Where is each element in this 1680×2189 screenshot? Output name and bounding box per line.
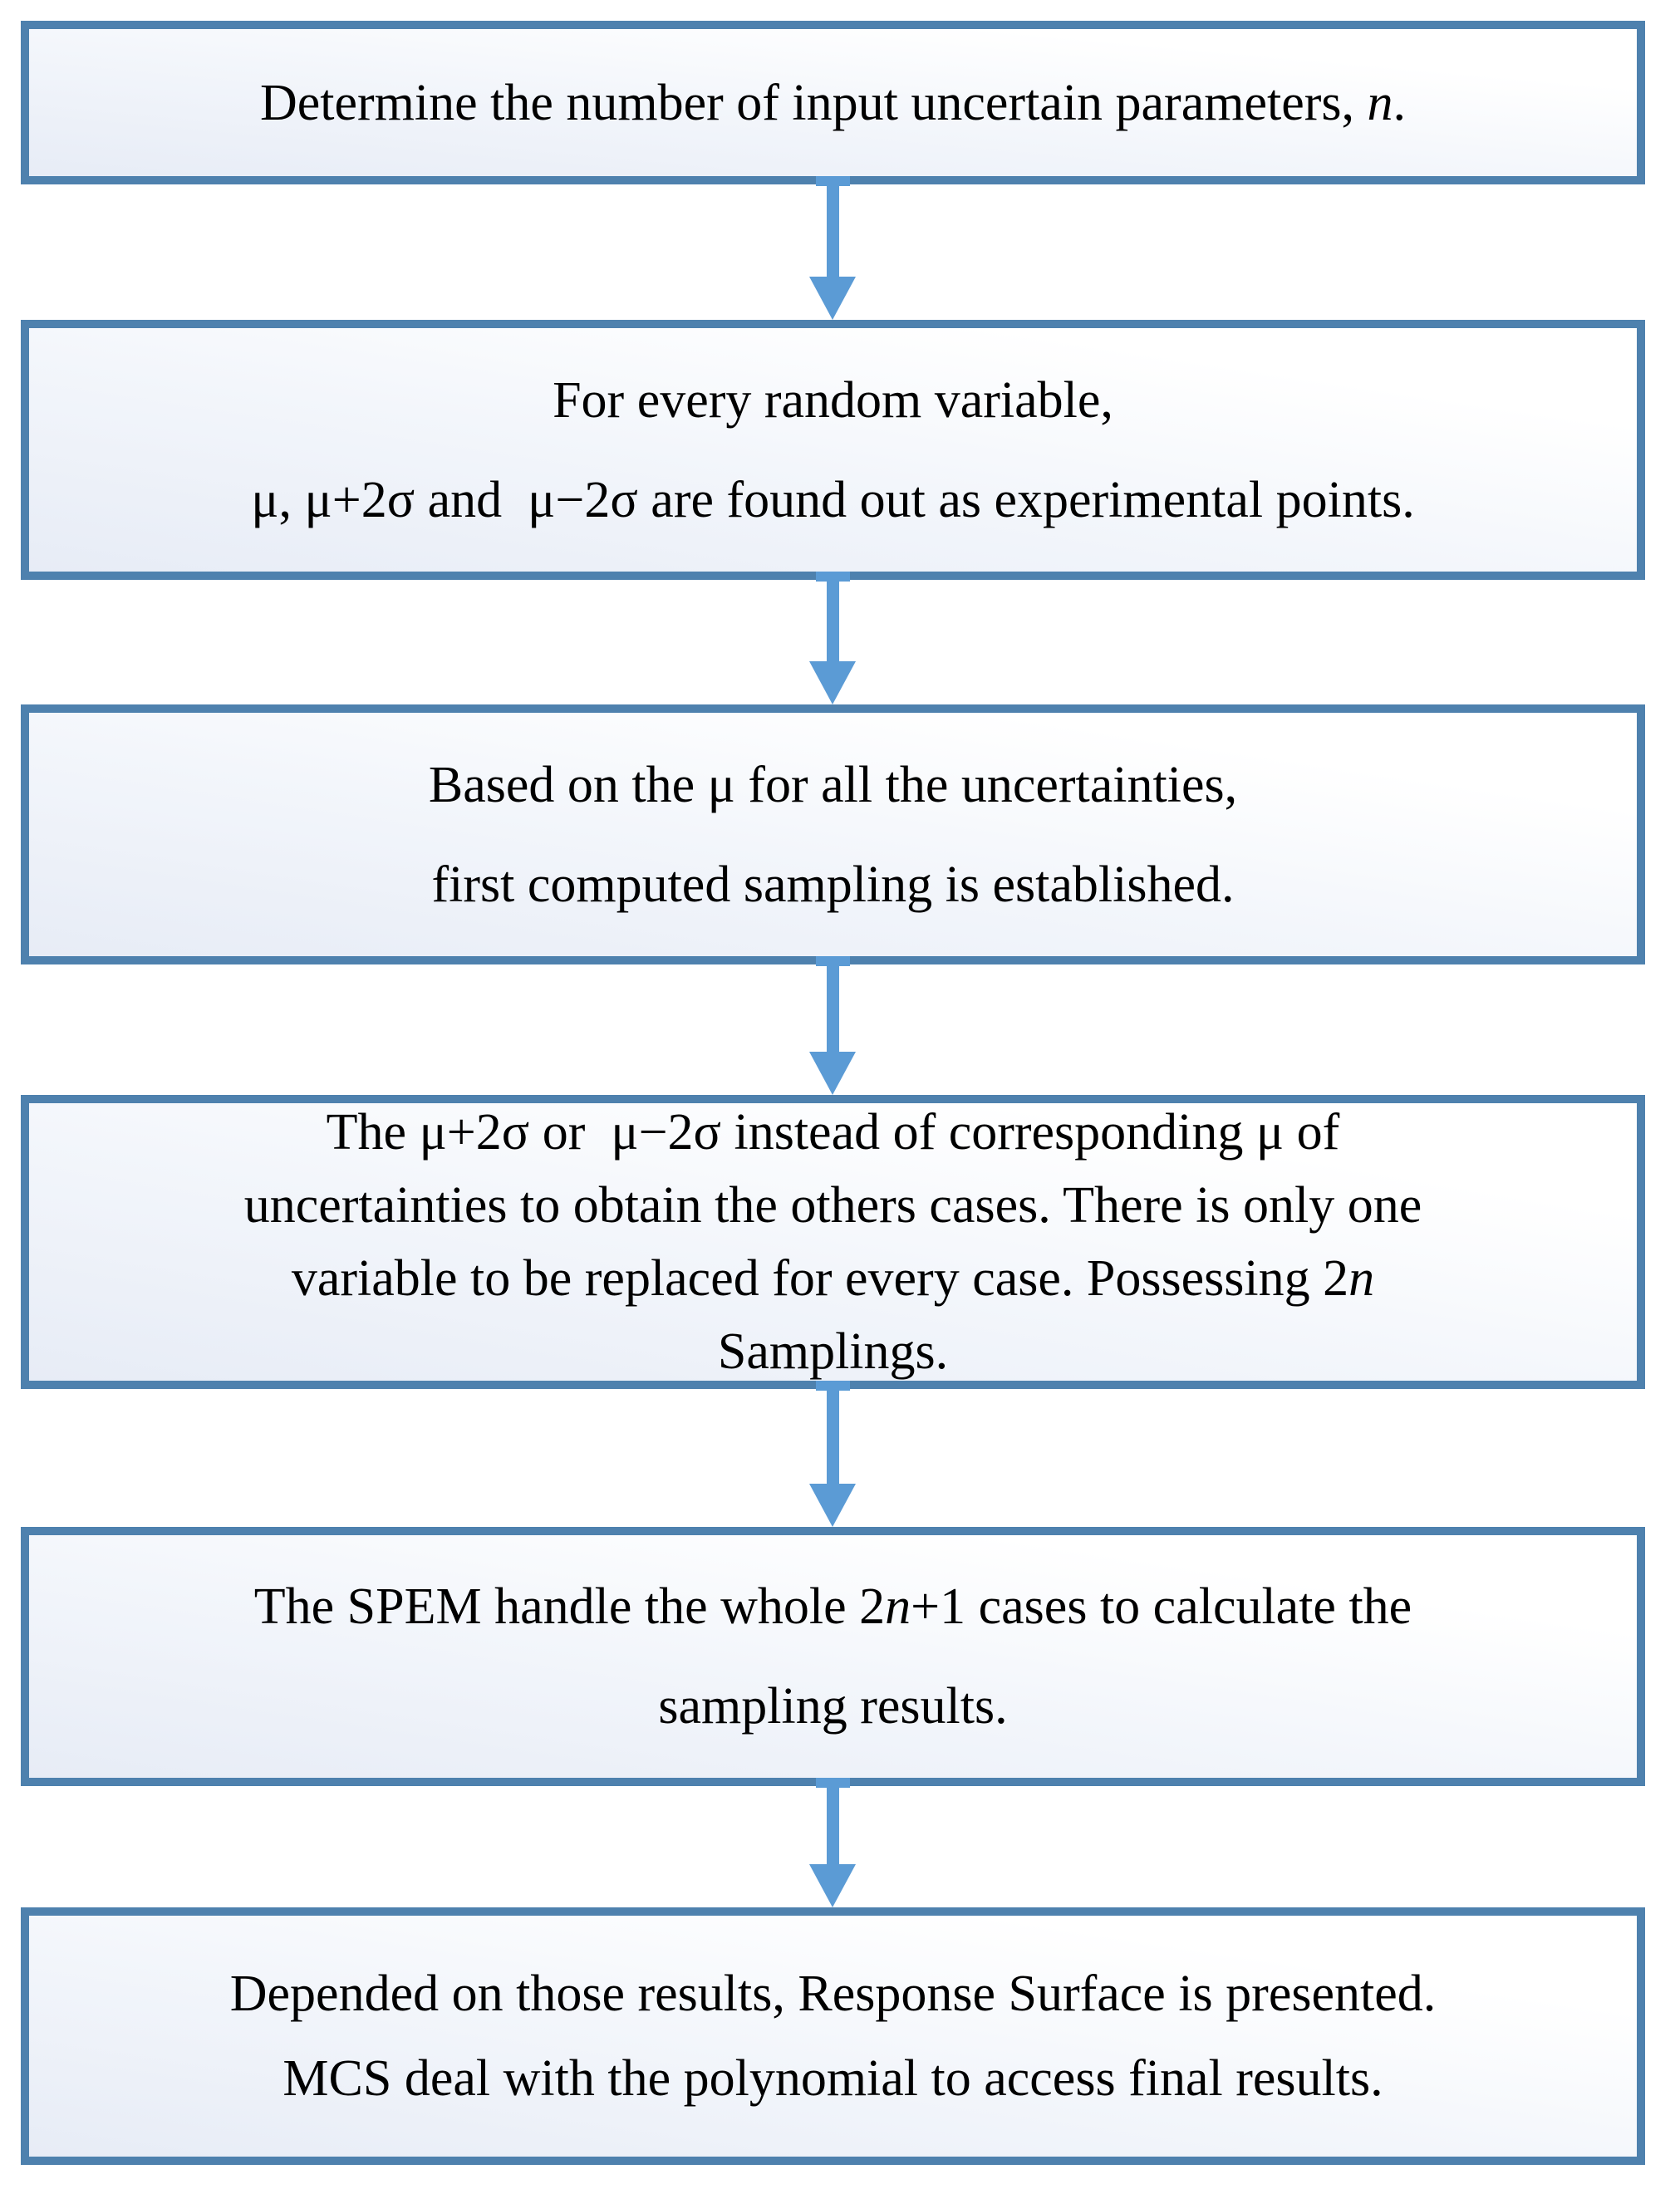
down-arrow-2 bbox=[809, 572, 857, 704]
down-arrow-5 bbox=[809, 1778, 857, 1907]
arrow-stem bbox=[827, 961, 839, 1052]
down-arrow-4 bbox=[809, 1381, 857, 1527]
arrow-stem bbox=[827, 577, 839, 661]
flow-step-6: Depended on those results, Response Surf… bbox=[21, 1907, 1645, 2165]
flow-step-1: Determine the number of input uncertain … bbox=[21, 21, 1645, 184]
flow-step-3: Based on the μ for all the uncertainties… bbox=[21, 704, 1645, 964]
arrow-stem bbox=[827, 1386, 839, 1484]
flow-step-2: For every random variable,μ, μ+2σ and μ−… bbox=[21, 320, 1645, 580]
arrow-stem bbox=[827, 1783, 839, 1864]
flow-step-3-text: Based on the μ for all the uncertainties… bbox=[428, 756, 1238, 913]
arrowhead-icon bbox=[809, 1052, 856, 1095]
flow-step-2-text: For every random variable,μ, μ+2σ and μ−… bbox=[251, 371, 1415, 528]
flow-step-4: The μ+2σ or μ−2σ instead of correspondin… bbox=[21, 1095, 1645, 1389]
arrowhead-icon bbox=[809, 661, 856, 704]
flow-step-4-text: The μ+2σ or μ−2σ instead of correspondin… bbox=[243, 1104, 1422, 1380]
down-arrow-1 bbox=[809, 176, 857, 320]
arrowhead-icon bbox=[809, 1864, 856, 1907]
arrow-stem bbox=[827, 181, 839, 277]
flow-step-6-text: Depended on those results, Response Surf… bbox=[229, 1966, 1437, 2107]
arrowhead-icon bbox=[809, 277, 856, 320]
flow-step-1-text: Determine the number of input uncertain … bbox=[260, 74, 1406, 131]
arrowhead-icon bbox=[809, 1484, 856, 1527]
down-arrow-3 bbox=[809, 956, 857, 1095]
flow-step-5: The SPEM handle the whole 2n+1 cases to … bbox=[21, 1527, 1645, 1786]
flow-step-5-text: The SPEM handle the whole 2n+1 cases to … bbox=[253, 1578, 1412, 1735]
